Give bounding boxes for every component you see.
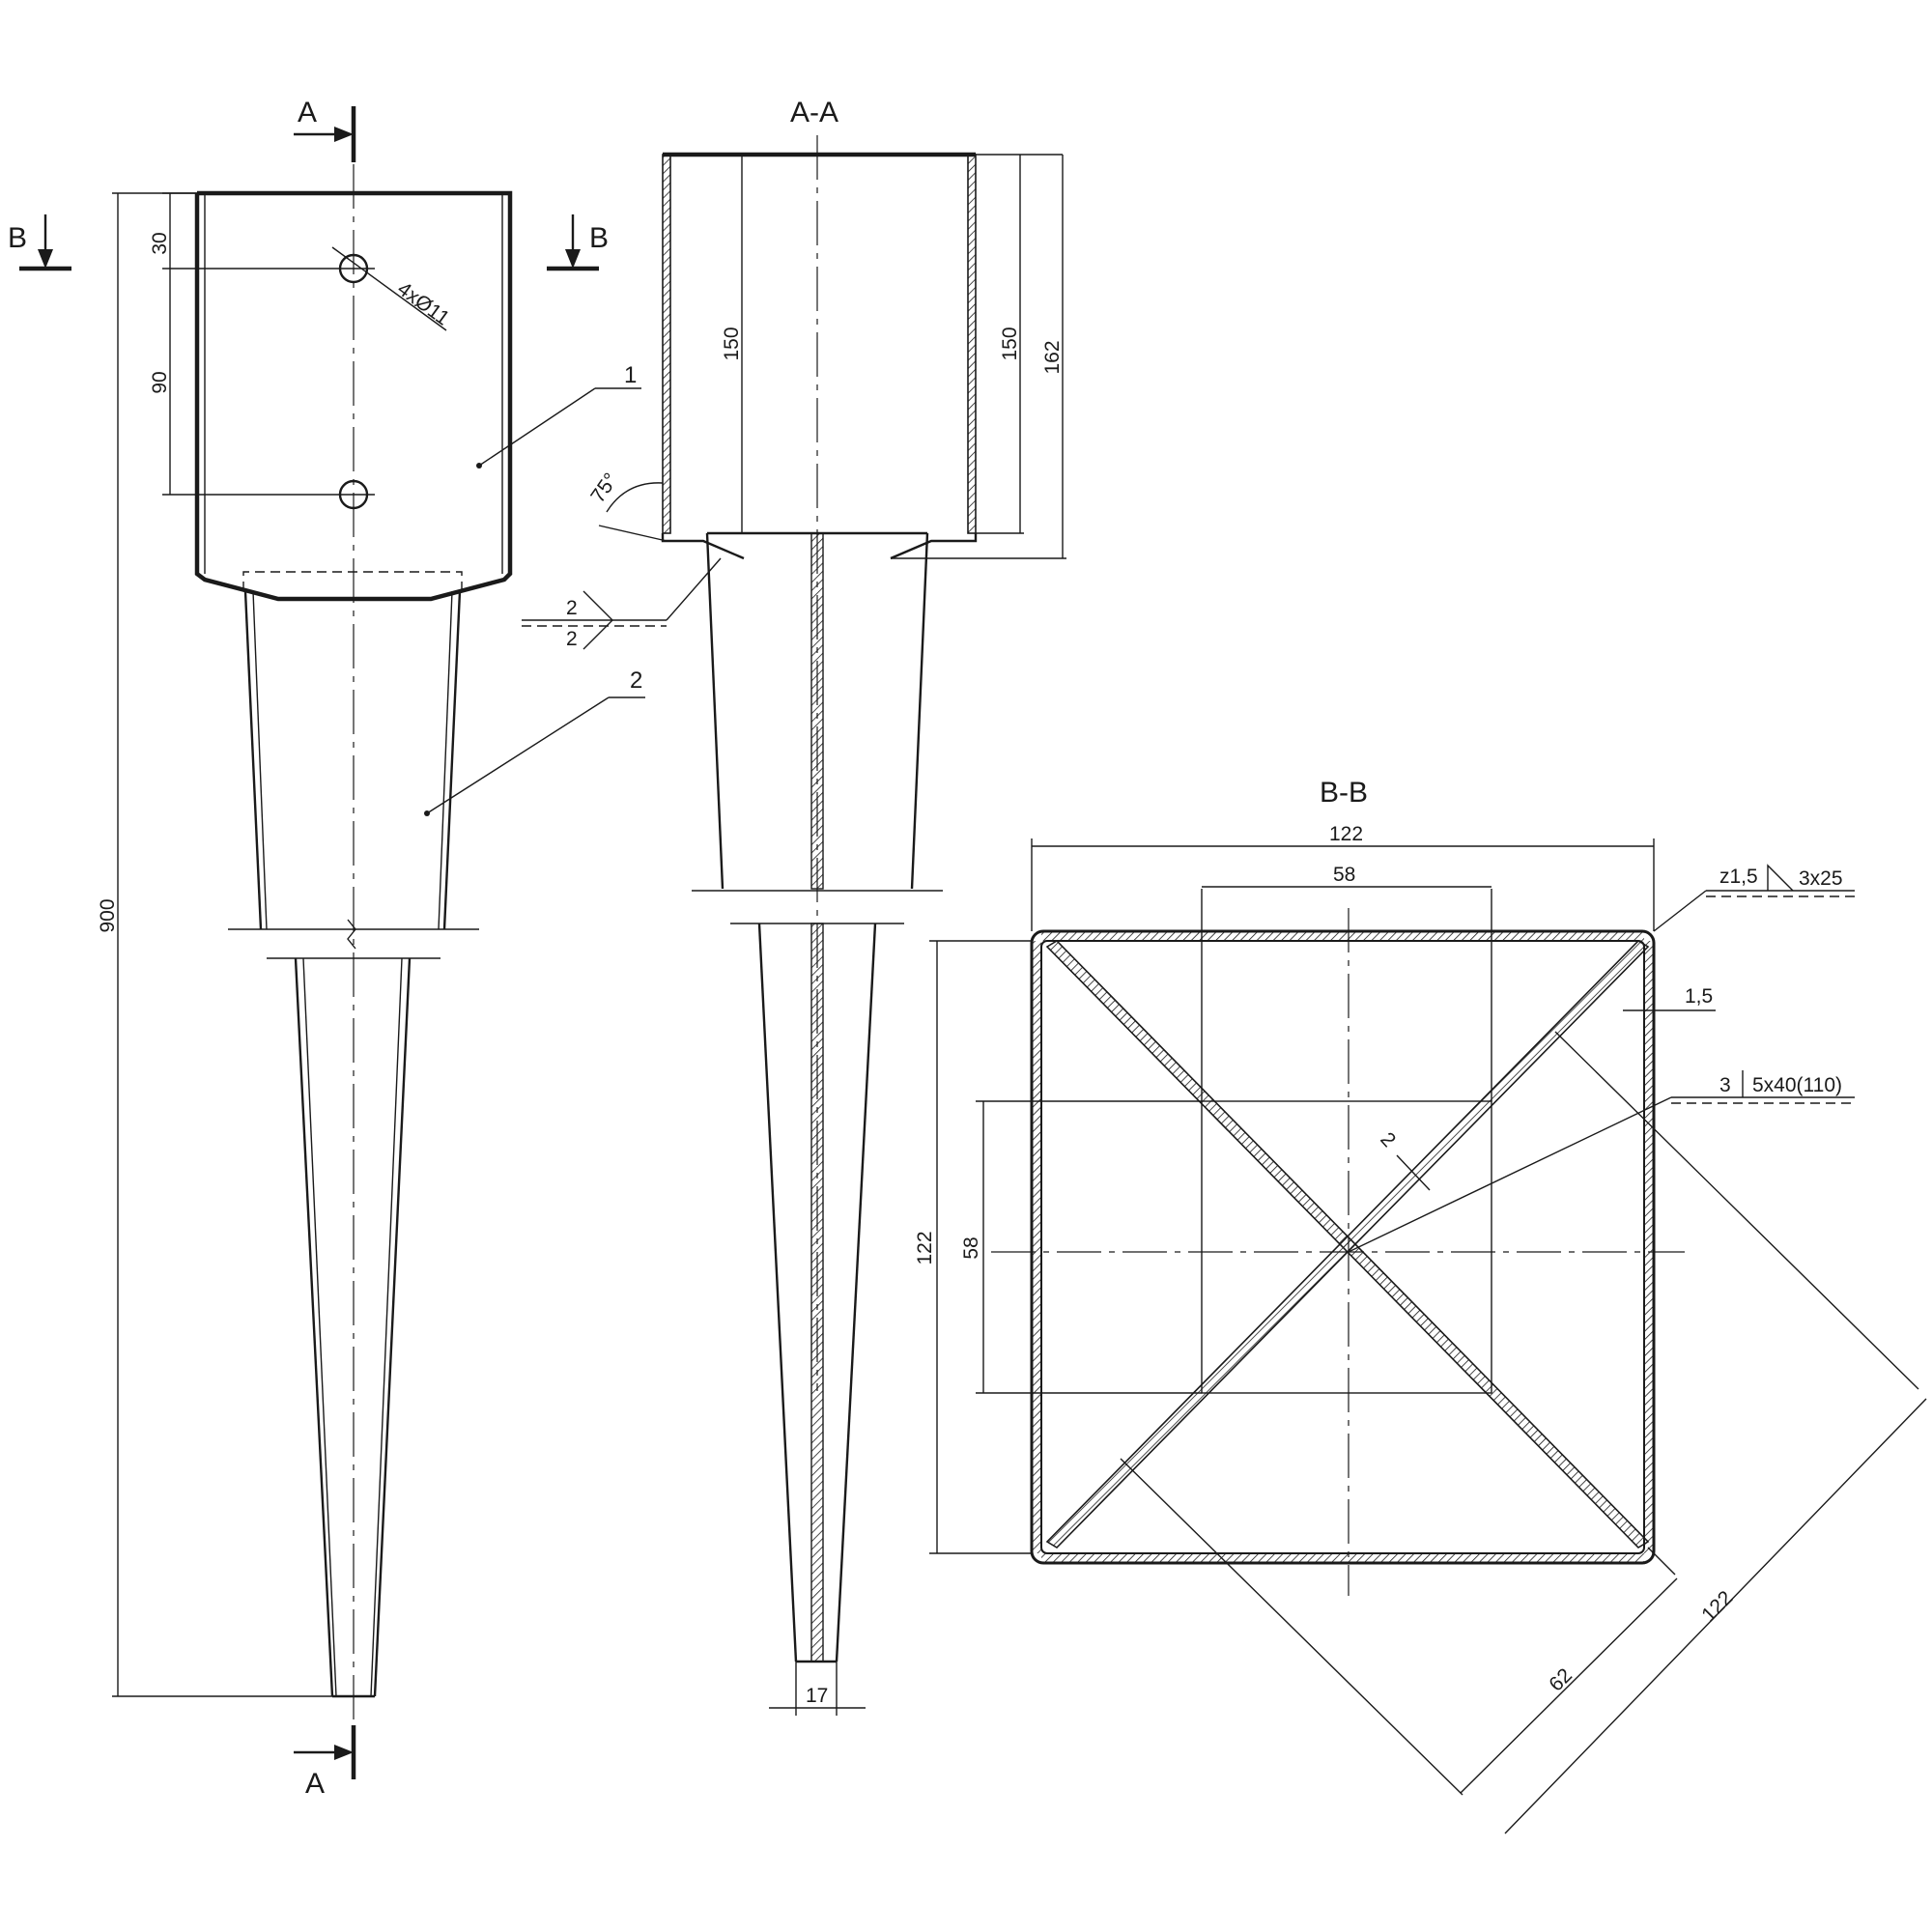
dim-line-plate <box>1396 1154 1431 1191</box>
arrow-head-icon <box>334 1745 354 1760</box>
arrow-head-icon <box>38 249 53 269</box>
dim-inner-height-right: 150 <box>999 327 1021 360</box>
weld-corner-size: z1,5 <box>1719 866 1758 888</box>
spike-edge <box>442 590 462 930</box>
weld-corner-leader <box>1653 890 1707 932</box>
dim-top-to-hole: 30 <box>149 232 171 254</box>
spike-edge <box>294 957 334 1697</box>
dim-outer-height: 122 <box>914 1231 936 1264</box>
flange-left <box>661 533 745 560</box>
dim-wall: 1,5 <box>1685 985 1713 1008</box>
center-plate <box>810 532 824 890</box>
spike-edge <box>757 923 798 1662</box>
dim-hole-spacing: 90 <box>149 371 171 393</box>
weld-corner-symbol <box>1767 864 1794 892</box>
dim-inner-height: 150 <box>721 327 743 360</box>
dim-diag-half: 62 <box>1545 1664 1577 1696</box>
section-bb: B-B 122 58 122 58 <box>914 777 1927 1834</box>
inner-square <box>1201 1100 1492 1394</box>
weld-corner-length: 3x25 <box>1799 867 1843 890</box>
extension-line <box>1120 1458 1463 1796</box>
part-2-label: 2 <box>630 668 642 694</box>
tube-wall-right <box>1644 941 1654 1553</box>
dim-plate: 2 <box>1376 1128 1400 1151</box>
spike-edge <box>373 957 412 1697</box>
part-1-label: 1 <box>624 362 637 388</box>
angle-leg <box>598 525 668 542</box>
spike-edge-inner <box>252 590 268 930</box>
spike-edge-inner <box>302 957 337 1697</box>
cut-label-a-bottom: A <box>305 1768 325 1800</box>
spike-edge <box>705 532 724 890</box>
part-1-leader <box>478 387 596 467</box>
dim-outer-width: 122 <box>1329 823 1363 845</box>
arrow-head-icon <box>334 127 354 142</box>
dim-overall-height: 900 <box>97 898 119 932</box>
center-plate <box>810 923 824 1662</box>
spike-edge-inner <box>438 590 453 930</box>
cut-label-a-top: A <box>298 97 317 128</box>
extension-line <box>1554 1031 1919 1390</box>
break-symbol <box>347 919 356 950</box>
weld-center-size: 3 <box>1719 1074 1731 1096</box>
weld-center-length: 5x40(110) <box>1752 1074 1842 1096</box>
arrow-head-icon <box>565 249 581 269</box>
socket-outline <box>194 190 513 602</box>
hole-callout: 4xØ11 <box>393 277 453 329</box>
leader-dot-icon <box>424 810 430 816</box>
fillet-weld-symbol <box>582 590 613 650</box>
spike-edge <box>910 532 929 890</box>
cut-label-b-left: B <box>8 222 27 254</box>
socket-wall-left <box>662 154 671 534</box>
dim-inner-height: 58 <box>960 1236 982 1259</box>
dim-spike-tip: 17 <box>806 1685 828 1707</box>
dim-diag-full: 122 <box>1697 1586 1737 1626</box>
leader-dot-icon <box>476 463 482 469</box>
weld-bottom-size: 2 <box>566 628 578 650</box>
spike-edge-inner <box>370 957 403 1697</box>
tube-wall-top <box>1041 931 1644 941</box>
tube-wall-bottom <box>1041 1553 1644 1563</box>
dim-line-diag-full <box>1504 1398 1927 1834</box>
tube-wall-left <box>1032 941 1041 1553</box>
socket-wall-right <box>967 154 977 534</box>
part-2-leader <box>426 696 610 814</box>
flange-right <box>890 533 978 560</box>
weld-center-leader <box>1348 1096 1672 1253</box>
angle-arc <box>606 482 664 513</box>
spike-edge <box>835 923 877 1662</box>
weld-top-size: 2 <box>566 597 578 619</box>
section-bb-title: B-B <box>1320 777 1368 809</box>
extension-line <box>1647 1547 1676 1576</box>
dim-total-height: 162 <box>1041 340 1064 374</box>
weld-leader <box>666 557 722 621</box>
dim-line-diag-half <box>1460 1577 1678 1794</box>
front-view: A A B B 30 90 4xØ11 <box>8 97 645 1800</box>
dim-inner-width: 58 <box>1333 864 1355 886</box>
socket-hidden-edge <box>242 571 463 591</box>
spike-edge <box>243 590 263 930</box>
diagonal-plate-2 <box>1045 939 1650 1549</box>
section-aa: A-A 17 150 150 <box>522 97 1066 1716</box>
cut-label-b-right: B <box>589 222 609 254</box>
hole-leader <box>331 246 447 331</box>
section-aa-title: A-A <box>790 97 838 128</box>
angle-label: 75° <box>586 469 622 507</box>
